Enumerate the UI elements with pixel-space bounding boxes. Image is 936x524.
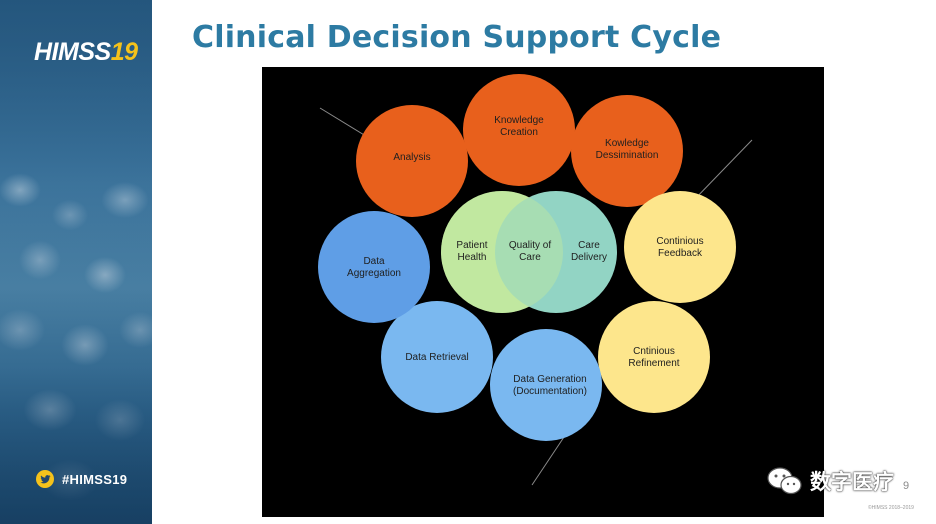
- node-circle: [624, 191, 736, 303]
- venn-circle-care-delivery: [495, 191, 617, 313]
- brand-prefix: HIMSS: [34, 38, 111, 66]
- node-label: Analysis: [393, 152, 430, 163]
- node-label: Data Generation(Documentation): [513, 374, 587, 397]
- node-circle: [463, 74, 575, 186]
- node-data-generation: Data Generation(Documentation): [490, 329, 602, 441]
- node-label: Data Retrieval: [405, 352, 468, 363]
- node-circle: [490, 329, 602, 441]
- brand-year: 19: [110, 38, 138, 66]
- node-data-retrieval: Data Retrieval: [381, 301, 493, 413]
- connector-line-generation: [531, 430, 569, 486]
- node-circle: [356, 105, 468, 217]
- sidebar-tint: [0, 0, 152, 524]
- copyright-notice: ©HIMSS 2018–2019: [868, 505, 914, 511]
- venn-overlap-tint: [441, 191, 563, 313]
- twitter-bird-icon: [36, 470, 54, 488]
- node-analysis: Analysis: [356, 105, 468, 217]
- wechat-icon: [767, 467, 802, 495]
- wechat-watermark: 数字医疗: [766, 466, 894, 496]
- node-circle: [381, 301, 493, 413]
- node-circle: [598, 301, 710, 413]
- connector-line-feedback: [691, 139, 753, 203]
- social-hashtag: #HIMSS19: [36, 470, 127, 488]
- node-circle: [318, 211, 430, 323]
- page-number: 9: [903, 480, 910, 492]
- watermark-text: 数字医疗: [810, 470, 894, 494]
- hashtag-text: #HIMSS19: [62, 471, 128, 487]
- node-circle: [571, 95, 683, 207]
- conference-sidebar: HIMSS19 #HIMSS19: [0, 0, 152, 524]
- himss19-logo: HIMSS19: [34, 38, 138, 67]
- slide-title: Clinical Decision Support Cycle: [192, 20, 722, 55]
